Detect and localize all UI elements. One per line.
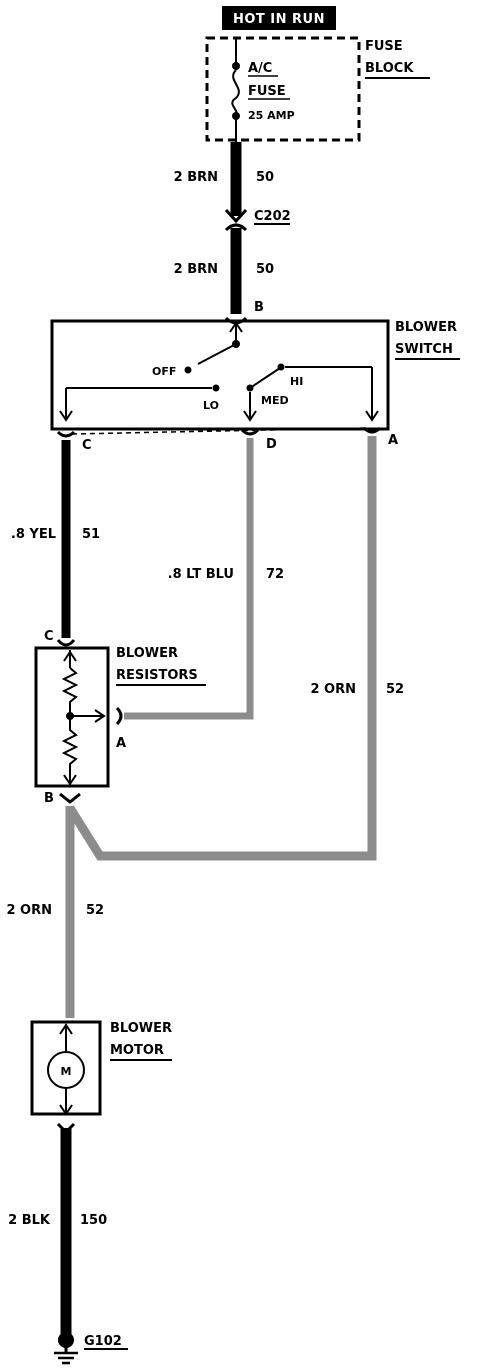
switch-terminal-a: A bbox=[388, 433, 398, 448]
switch-d-connector bbox=[240, 428, 260, 436]
switch-pos-lo: LO bbox=[203, 399, 219, 412]
fuse-block-outline bbox=[205, 36, 361, 142]
wire-orn-lower-gauge: 2 ORN bbox=[6, 903, 52, 918]
wire-brn-lower-gauge: 2 BRN bbox=[174, 262, 218, 277]
switch-hi-arrow bbox=[365, 410, 379, 422]
switch-a-connector bbox=[362, 426, 382, 434]
blower-resistors-title-1: BLOWER bbox=[116, 646, 178, 661]
c202-connector-top bbox=[224, 208, 248, 224]
resistor-c-connector bbox=[56, 639, 76, 647]
blower-switch-box bbox=[50, 319, 390, 431]
wire-yel-circuit: 51 bbox=[82, 527, 100, 542]
resistor-tap-arrow bbox=[94, 709, 106, 723]
switch-lo-contact bbox=[212, 384, 220, 392]
resistor-terminal-a: A bbox=[116, 736, 126, 751]
resistor-a-connector bbox=[115, 706, 123, 726]
c202-connector-bottom bbox=[224, 223, 248, 232]
fuse-block-title-1: FUSE bbox=[365, 39, 403, 54]
resistor-b-connector bbox=[59, 792, 81, 804]
fuse-symbol bbox=[231, 69, 240, 117]
switch-arm-2 bbox=[249, 367, 281, 389]
fuse-rating: 25 AMP bbox=[248, 109, 295, 122]
motor-symbol-label: M bbox=[61, 1065, 72, 1078]
resistor-lower bbox=[61, 716, 79, 784]
switch-pos-off: OFF bbox=[152, 365, 176, 378]
switch-output-dashed bbox=[71, 427, 367, 435]
wire-orn-upper-circuit: 52 bbox=[386, 682, 404, 697]
wire-orn-upper-gauge: 2 ORN bbox=[310, 682, 356, 697]
fuse-name-1: A/C bbox=[248, 61, 272, 76]
resistor-terminal-b: B bbox=[44, 791, 54, 806]
power-header-box bbox=[222, 6, 336, 30]
blower-motor-title-2: MOTOR bbox=[110, 1043, 164, 1058]
wire-brn-lower-circuit: 50 bbox=[256, 262, 274, 277]
blower-switch-title-2: SWITCH bbox=[395, 342, 453, 357]
blower-resistors-title-2: RESISTORS bbox=[116, 668, 198, 683]
wire-ltblu-circuit: 72 bbox=[266, 567, 284, 582]
resistor-upper bbox=[61, 667, 79, 716]
switch-lo-arrow bbox=[59, 410, 73, 422]
resistor-top-arrow bbox=[63, 650, 77, 662]
wire-ltblu bbox=[124, 438, 254, 720]
switch-hi-contact bbox=[277, 363, 285, 371]
blower-switch-title-1: BLOWER bbox=[395, 320, 457, 335]
fuse-terminal-top bbox=[232, 62, 240, 70]
resistor-terminal-c: C bbox=[44, 629, 54, 644]
switch-terminal-b: B bbox=[254, 300, 264, 315]
motor-bottom-arrow bbox=[59, 1104, 73, 1116]
power-header-label: HOT IN RUN bbox=[233, 12, 325, 27]
switch-arm-1 bbox=[197, 343, 237, 365]
wire-orn-lower-circuit: 52 bbox=[86, 903, 104, 918]
blower-resistors-box bbox=[34, 646, 110, 788]
wire-brn-upper-gauge: 2 BRN bbox=[174, 170, 218, 185]
switch-pos-hi: HI bbox=[290, 375, 303, 388]
switch-pos-med: MED bbox=[261, 394, 289, 407]
switch-input-arrow bbox=[229, 321, 243, 333]
wire-yel-gauge: .8 YEL bbox=[11, 527, 56, 542]
motor-top-arrow bbox=[59, 1023, 73, 1035]
wire-brn-upper-circuit: 50 bbox=[256, 170, 274, 185]
switch-med-arrow bbox=[243, 410, 257, 422]
ground-label: G102 bbox=[84, 1334, 122, 1349]
fuse-name-2: FUSE bbox=[248, 84, 286, 99]
wire-blk-circuit: 150 bbox=[80, 1213, 107, 1228]
wire-ltblu-gauge: .8 LT BLU bbox=[168, 567, 234, 582]
switch-terminal-c: C bbox=[82, 438, 92, 453]
wire-blk-gauge: 2 BLK bbox=[8, 1213, 51, 1228]
wire-orn-upper bbox=[66, 436, 377, 861]
switch-terminal-d: D bbox=[266, 437, 277, 452]
switch-off-contact bbox=[184, 366, 192, 374]
c202-label: C202 bbox=[254, 209, 291, 224]
blower-motor-title-1: BLOWER bbox=[110, 1021, 172, 1036]
switch-c-connector bbox=[56, 430, 76, 438]
resistor-bottom-arrow bbox=[63, 774, 77, 786]
fuse-block-title-2: BLOCK bbox=[365, 61, 414, 76]
